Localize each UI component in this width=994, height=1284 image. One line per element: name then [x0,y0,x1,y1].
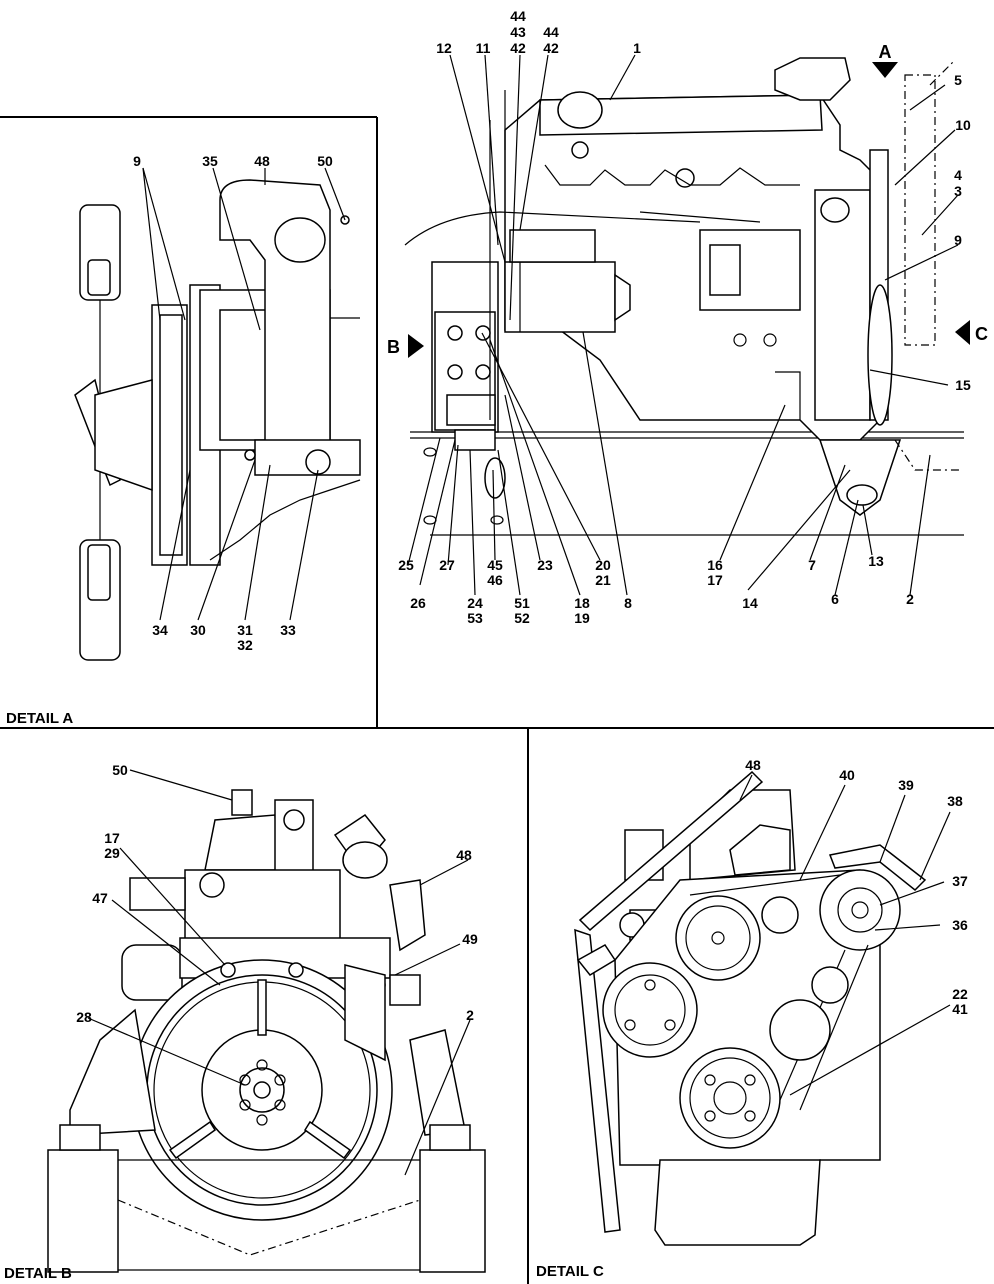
main-callouts: 44 43 42 44 42 12 11 1 5 10 4 3 9 15 25 … [398,8,971,626]
callout-27: 27 [439,557,455,573]
detail-a-title: DETAIL A [6,710,73,727]
main-engine-view [404,57,964,536]
callout-9: 9 [954,232,962,248]
callout-46: 46 [487,572,503,588]
main-leader-lines [407,54,959,596]
callout-7: 7 [808,557,816,573]
callout-8: 8 [624,595,632,611]
view-arrow-b: B [387,334,424,358]
callout-48: 48 [456,847,472,863]
callout-18: 18 [574,595,590,611]
detail-b-leaders [87,769,471,1176]
callout-12: 12 [436,40,452,56]
detail-b-title: DETAIL B [4,1265,72,1282]
view-arrow-b-label: B [387,337,400,357]
callout-2: 2 [466,1007,474,1023]
callout-40: 40 [839,767,855,783]
detail-c-leaders [739,774,951,1096]
callout-17: 17 [104,830,120,846]
detail-b-callouts: 50 17 29 48 47 49 28 2 [76,762,478,1025]
detail-b-drawing [47,789,486,1273]
detail-a-drawing [74,179,361,661]
callout-31: 31 [237,622,253,638]
callout-32: 32 [237,637,253,653]
detail-a-callouts: 9 35 48 50 34 30 31 32 33 [133,153,333,653]
callout-23: 23 [537,557,553,573]
callout-33: 33 [280,622,296,638]
callout-28: 28 [76,1009,92,1025]
callout-51: 51 [514,595,530,611]
callout-53: 53 [467,610,483,626]
callout-41: 41 [952,1001,968,1017]
callout-19: 19 [574,610,590,626]
callout-39: 39 [898,777,914,793]
panel-frames [0,116,994,1284]
callout-13: 13 [868,553,884,569]
callout-37: 37 [952,873,968,889]
callout-20: 20 [595,557,611,573]
callout-16: 16 [707,557,723,573]
detail-c-title: DETAIL C [536,1263,604,1280]
callout-11: 11 [476,40,491,56]
view-arrow-c-label: C [975,324,988,344]
callout-44: 44 [543,24,559,40]
view-arrows: A B C [387,42,988,358]
callout-24: 24 [467,595,483,611]
callout-21: 21 [595,572,611,588]
callout-50: 50 [112,762,128,778]
callout-2: 2 [906,591,914,607]
callout-17: 17 [707,572,723,588]
callout-42: 42 [543,40,559,56]
callout-44: 44 [510,8,526,24]
view-arrow-a: A [872,42,898,78]
view-arrow-c: C [955,320,988,345]
callout-25: 25 [398,557,414,573]
callout-52: 52 [514,610,530,626]
callout-34: 34 [152,622,168,638]
view-arrow-a-label: A [879,42,892,62]
detail-a-leaders [142,167,346,621]
callout-29: 29 [104,845,120,861]
callout-49: 49 [462,931,478,947]
callout-14: 14 [742,595,758,611]
callout-5: 5 [954,72,962,88]
callout-30: 30 [190,622,206,638]
callout-42: 42 [510,40,526,56]
callout-35: 35 [202,153,218,169]
callout-15: 15 [955,377,971,393]
callout-50: 50 [317,153,333,169]
detail-c-drawing [574,770,927,1246]
callout-26: 26 [410,595,426,611]
callout-38: 38 [947,793,963,809]
callout-6: 6 [831,591,839,607]
callout-9: 9 [133,153,141,169]
callout-48: 48 [254,153,270,169]
callout-43: 43 [510,24,526,40]
callout-47: 47 [92,890,108,906]
detail-c-callouts: 48 40 39 38 37 36 22 41 [745,757,968,1017]
callout-22: 22 [952,986,968,1002]
callout-45: 45 [487,557,503,573]
callout-10: 10 [955,117,971,133]
callout-4: 4 [954,167,962,183]
callout-48: 48 [745,757,761,773]
callout-3: 3 [954,183,962,199]
callout-36: 36 [952,917,968,933]
callout-1: 1 [633,40,641,56]
